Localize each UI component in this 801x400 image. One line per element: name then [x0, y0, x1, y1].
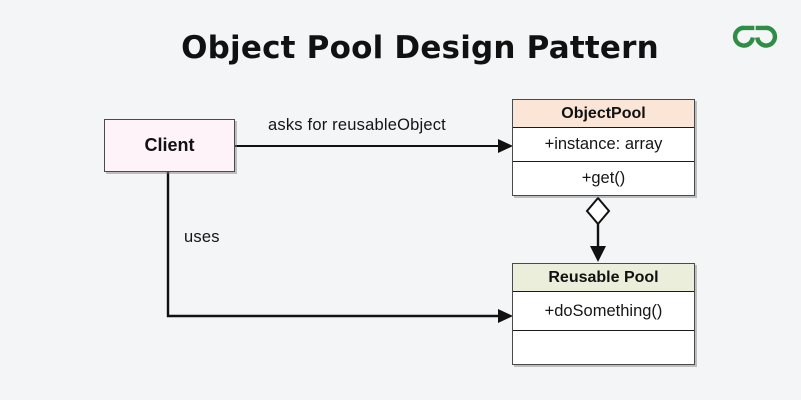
geeksforgeeks-logo [731, 19, 779, 51]
arrow-client-to-objectpool [234, 139, 513, 153]
objectpool-attribute-row: +instance: array [513, 128, 694, 161]
reusablepool-class-box: Reusable Pool +doSomething() [512, 263, 695, 365]
objectpool-method-row: +get() [513, 161, 694, 195]
edge-label-uses: uses [184, 228, 220, 246]
geeksforgeeks-icon [732, 25, 778, 48]
reusablepool-class-title: Reusable Pool [513, 264, 694, 292]
reusablepool-empty-row [513, 330, 694, 364]
reusablepool-method-row: +doSomething() [513, 292, 694, 330]
arrow-client-to-reusablepool [166, 171, 513, 323]
objectpool-class-box: ObjectPool +instance: array +get() [512, 99, 695, 196]
edge-label-asks-for-reusable-object: asks for reusableObject [268, 116, 446, 134]
aggregation-diamond-arrow [585, 196, 611, 262]
page-title: Object Pool Design Pattern [181, 30, 659, 66]
client-class-title: Client [144, 135, 195, 155]
objectpool-class-title: ObjectPool [513, 100, 694, 128]
client-class-box: Client [104, 119, 235, 172]
